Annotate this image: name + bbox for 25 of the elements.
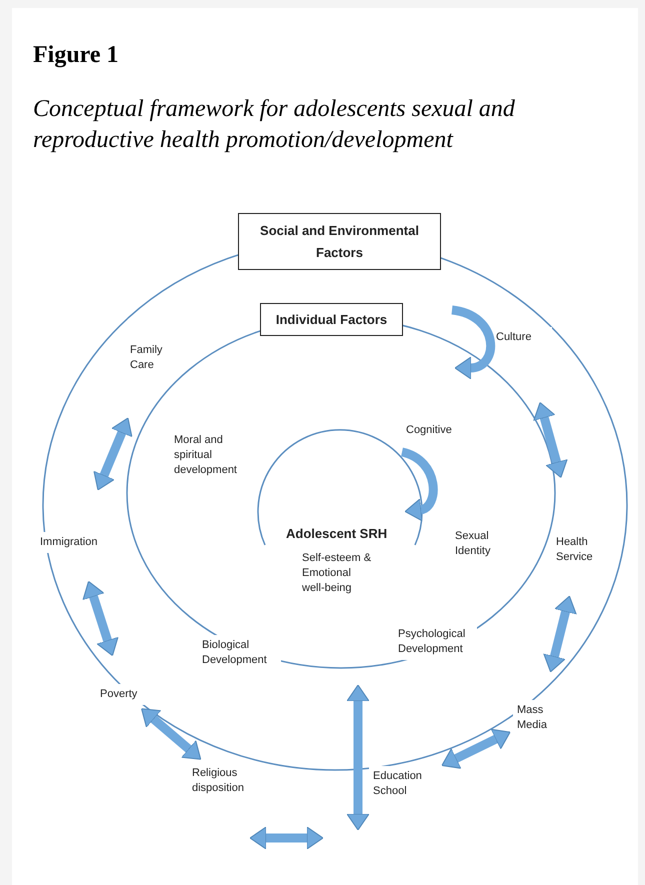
- factor-label: Biological Development: [202, 638, 268, 668]
- factor-label: Sexual Identity: [455, 529, 492, 559]
- factor-label: Mass Media: [517, 703, 561, 733]
- factor-label: Cognitive: [406, 423, 453, 438]
- double-arrow: [93, 418, 132, 490]
- factor-label: Culture: [496, 330, 548, 345]
- factor-label: Health Service: [556, 535, 606, 565]
- factor-label: Moral and spiritual development: [174, 433, 238, 478]
- double-arrow: [141, 708, 202, 760]
- double-arrow: [82, 580, 119, 656]
- factor-box: Social and Environmental Factors: [238, 213, 441, 270]
- figure-caption: Conceptual framework for adolescents sexual and reproductive health promotion/development: [33, 95, 516, 155]
- factor-box: Individual Factors: [260, 303, 403, 336]
- factor-label: Psychological Development: [398, 627, 466, 657]
- double-arrow: [441, 728, 511, 769]
- factor-label: Religious disposition: [192, 766, 260, 796]
- factor-label: Poverty: [100, 687, 150, 702]
- factor-label: Education School: [373, 769, 435, 799]
- figure-title: Figure 1: [33, 42, 119, 69]
- double-arrow: [543, 596, 577, 672]
- factor-label: Immigration: [40, 535, 112, 550]
- factor-label: Self-esteem & Emotional well-being: [302, 551, 372, 596]
- factor-label: Family Care: [130, 343, 176, 373]
- double-arrow: [533, 402, 568, 478]
- center-title: Adolescent SRH: [286, 526, 388, 541]
